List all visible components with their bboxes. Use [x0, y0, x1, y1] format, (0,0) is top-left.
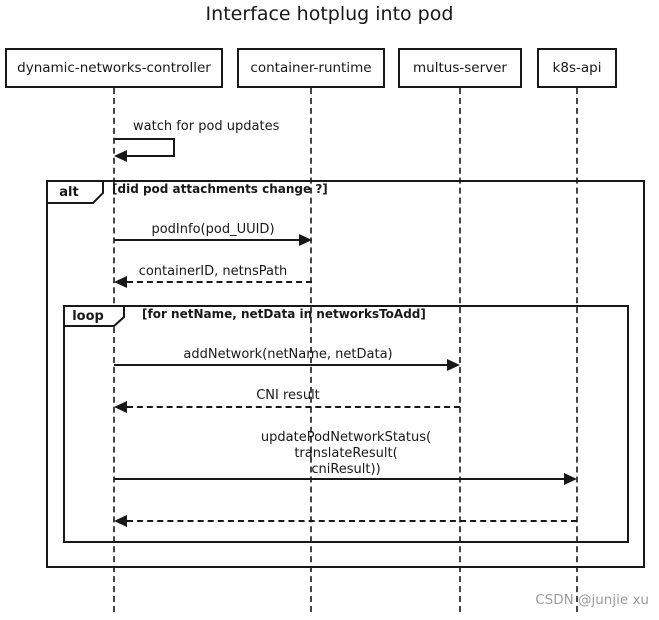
lifeline-k8s-api	[576, 88, 578, 612]
message-line-containerid	[127, 281, 312, 283]
self-message-line-top	[114, 138, 175, 140]
message-line-addnetwork	[114, 364, 447, 366]
watermark: CSDN @junjie xu	[535, 592, 649, 608]
self-message-line-right	[173, 138, 175, 157]
arrowhead-icon	[114, 150, 127, 162]
participant-dynamic-networks-controller: dynamic-networks-controller	[5, 48, 223, 88]
arrowhead-icon	[114, 401, 127, 413]
lifeline-dynamic-networks-controller	[113, 88, 115, 612]
message-line-update-status	[114, 478, 564, 480]
participant-container-runtime: container-runtime	[237, 48, 385, 88]
lifeline-multus-server	[459, 88, 461, 612]
alt-frame-label: alt	[59, 184, 79, 200]
arrowhead-icon	[447, 359, 460, 371]
lifeline-container-runtime	[310, 88, 312, 612]
loop-condition: [for netName, netData in networksToAdd]	[142, 307, 426, 321]
loop-frame	[63, 305, 629, 543]
participant-k8s-api: k8s-api	[537, 48, 617, 88]
self-message-line-bottom	[127, 155, 175, 157]
frame-tab-pentagon-icon	[63, 305, 125, 327]
self-message-label: watch for pod updates	[133, 119, 280, 134]
message-label-update-status: updatePodNetworkStatus( translateResult(…	[260, 430, 432, 477]
arrowhead-icon	[114, 276, 127, 288]
participant-multus-server: multus-server	[398, 48, 522, 88]
diagram-title: Interface hotplug into pod	[205, 3, 454, 25]
message-line-podinfo	[114, 239, 300, 241]
message-line-cni-result	[127, 406, 460, 408]
loop-frame-label: loop	[72, 308, 104, 324]
message-label-containerid: containerID, netnsPath	[138, 264, 288, 279]
message-label-addnetwork: addNetwork(netName, netData)	[183, 347, 393, 362]
message-label-podinfo: podInfo(pod_UUID)	[151, 222, 275, 237]
alt-condition: [did pod attachments change ?]	[112, 182, 328, 196]
arrowhead-icon	[564, 473, 577, 485]
arrowhead-icon	[299, 234, 312, 246]
message-line-return	[127, 520, 577, 522]
message-label-cni-result: CNI result	[256, 388, 320, 403]
alt-frame-tab: alt	[46, 180, 104, 204]
loop-frame-tab: loop	[63, 305, 125, 327]
arrowhead-icon	[114, 515, 127, 527]
alt-frame	[46, 180, 645, 568]
frame-tab-pentagon-icon	[46, 180, 104, 204]
